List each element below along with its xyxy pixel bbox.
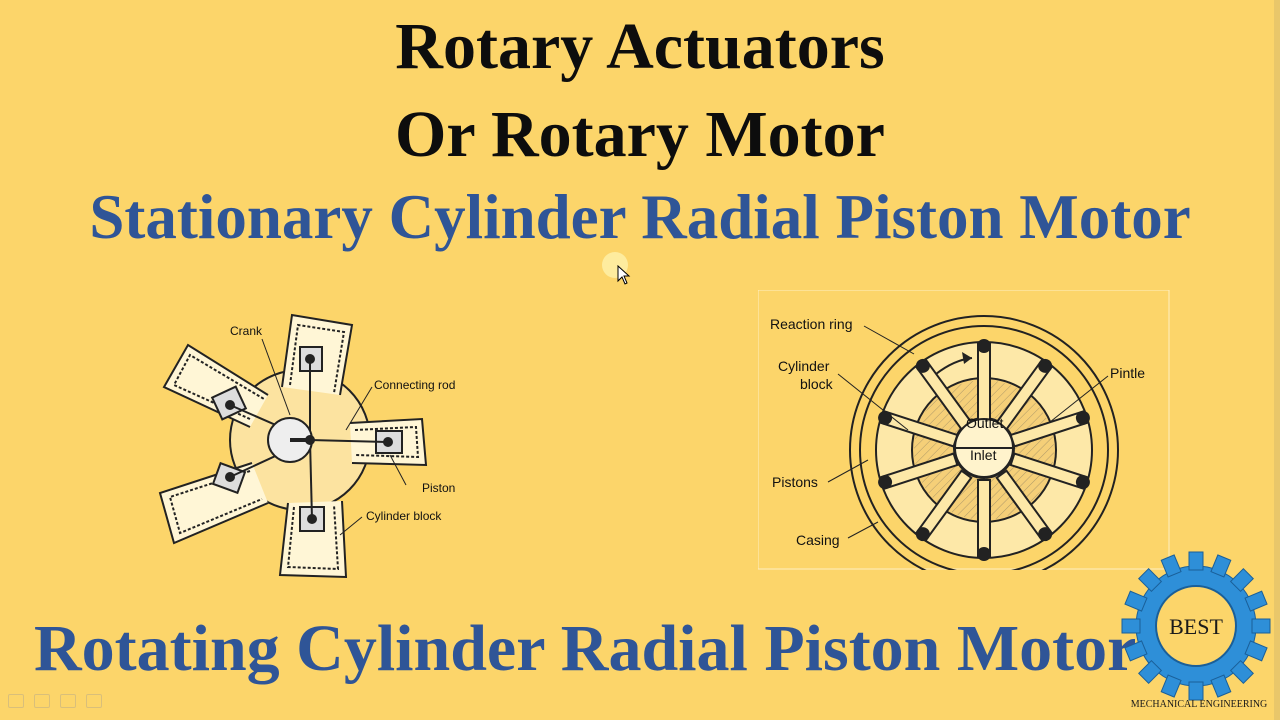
label-cylinder-block: Cylinder block bbox=[366, 509, 442, 523]
subtitle-stationary: Stationary Cylinder Radial Piston Motor bbox=[89, 182, 1191, 252]
subtitle-rotating: Rotating Cylinder Radial Piston Motor bbox=[34, 612, 1137, 685]
pen-icon[interactable] bbox=[34, 694, 50, 708]
label-pistons: Pistons bbox=[772, 474, 818, 490]
cylinder-arm-down bbox=[278, 500, 348, 579]
casing-inner bbox=[859, 325, 1109, 570]
title-line-1: Rotary Actuators bbox=[395, 10, 885, 83]
label-crank: Crank bbox=[230, 324, 263, 338]
label-cylinder: Cylinder bbox=[778, 358, 830, 374]
label-inlet: Inlet bbox=[970, 447, 997, 463]
label-connecting-rod: Connecting rod bbox=[374, 378, 455, 392]
label-outlet: Outlet bbox=[966, 415, 1003, 431]
logo-word: BEST bbox=[1169, 614, 1223, 639]
slide-controls bbox=[8, 694, 102, 708]
right-edge-strip bbox=[1274, 0, 1280, 720]
label-piston: Piston bbox=[422, 481, 455, 495]
label-pintle: Pintle bbox=[1110, 365, 1145, 381]
title-line-2: Or Rotary Motor bbox=[395, 98, 885, 171]
label-reaction-ring: Reaction ring bbox=[770, 316, 853, 332]
prev-slide-icon[interactable] bbox=[8, 694, 24, 708]
stationary-motor-diagram: Crank Connecting rod Piston Cylinder blo… bbox=[158, 313, 455, 579]
rotating-motor-diagram: Reaction ring Cylinder block Pintle Outl… bbox=[758, 290, 1170, 570]
mouse-cursor-icon bbox=[617, 265, 631, 285]
label-casing: Casing bbox=[796, 532, 840, 548]
next-slide-icon[interactable] bbox=[86, 694, 102, 708]
best-mechanical-engineering-logo: BEST MECHANICAL ENGINEERING bbox=[1121, 551, 1271, 710]
menu-icon[interactable] bbox=[60, 694, 76, 708]
logo-caption: MECHANICAL ENGINEERING bbox=[1131, 699, 1268, 710]
casing-outer bbox=[849, 315, 1119, 570]
cylinder-arm-left-down bbox=[158, 462, 269, 545]
label-block: block bbox=[800, 376, 834, 392]
